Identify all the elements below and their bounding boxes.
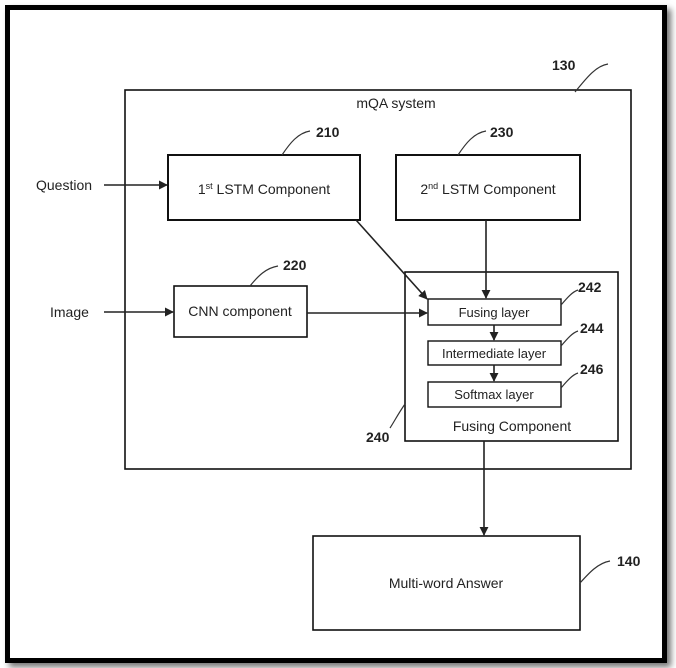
ref-242: 242 — [578, 279, 602, 295]
ref-230: 230 — [490, 124, 514, 140]
ref-leader-130 — [575, 64, 608, 92]
question-label: Question — [36, 177, 92, 193]
ref-130: 130 — [552, 57, 576, 73]
mqa-system-title: mQA system — [356, 95, 435, 111]
ref-leader-140 — [580, 561, 610, 583]
answer-label: Multi-word Answer — [389, 575, 504, 591]
intermediate-layer-label: Intermediate layer — [442, 346, 547, 361]
lstm2-label-sup: nd — [428, 181, 438, 191]
lstm2-label-num: 2 — [420, 181, 428, 197]
fusing-layer-label: Fusing layer — [459, 305, 530, 320]
lstm1-label: 1st LSTM Component — [198, 181, 330, 197]
fusing-component-label: Fusing Component — [453, 418, 571, 434]
ref-240: 240 — [366, 429, 390, 445]
lstm1-label-text: LSTM Component — [213, 181, 331, 197]
cnn-label: CNN component — [188, 303, 292, 319]
image-label: Image — [50, 304, 89, 320]
ref-244: 244 — [580, 320, 604, 336]
lstm2-label-text: LSTM Component — [438, 181, 556, 197]
softmax-layer-label: Softmax layer — [454, 387, 534, 402]
ref-220: 220 — [283, 257, 307, 273]
ref-140: 140 — [617, 553, 641, 569]
lstm2-label: 2nd LSTM Component — [420, 181, 555, 197]
ref-210: 210 — [316, 124, 340, 140]
ref-246: 246 — [580, 361, 604, 377]
lstm1-label-num: 1 — [198, 181, 206, 197]
